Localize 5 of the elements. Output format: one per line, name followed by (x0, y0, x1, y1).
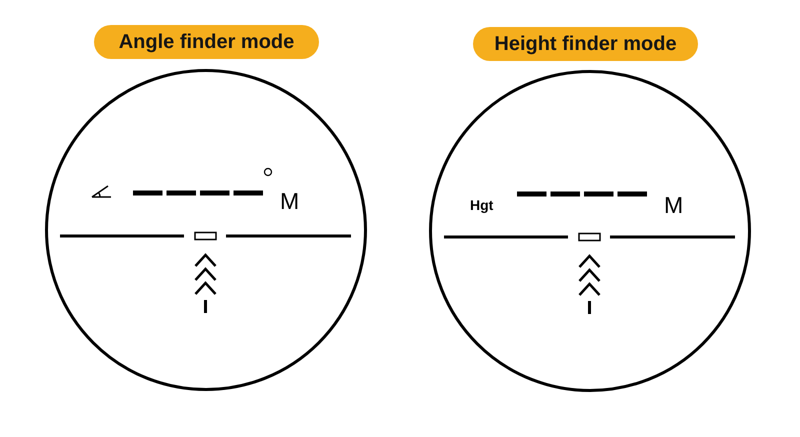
unit-label: M (280, 190, 300, 213)
mode-title: Height finder mode (473, 27, 698, 61)
height-label: Hgt (470, 198, 494, 212)
mode-title: Angle finder mode (94, 25, 319, 59)
unit-label: M (664, 194, 684, 217)
